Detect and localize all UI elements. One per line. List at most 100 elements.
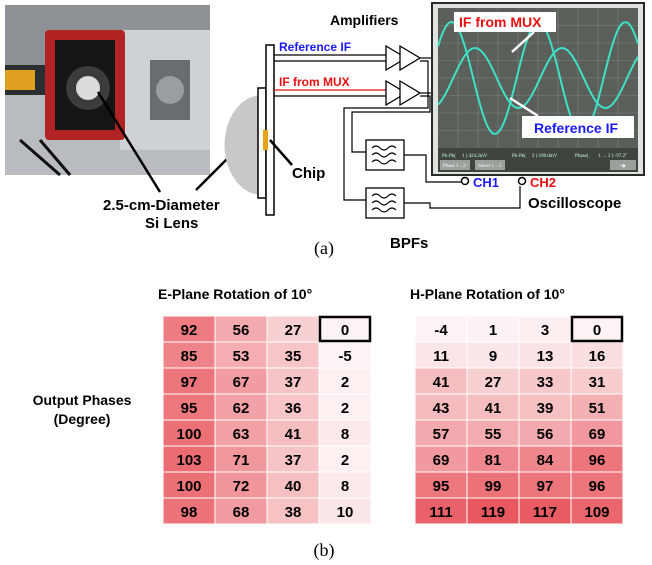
- heatmap-value: 13: [537, 348, 554, 365]
- heatmap-cell: [466, 471, 520, 499]
- caption-a: (a): [314, 238, 334, 259]
- svg-text:Phase 1→2: Phase 1→2: [443, 164, 466, 169]
- heatmap-value: 55: [485, 426, 502, 443]
- svg-text:Pk-Pk(: Pk-Pk(: [512, 154, 526, 159]
- svg-text:2 ) 190.0mV: 2 ) 190.0mV: [532, 154, 558, 159]
- heatmap-value: 39: [537, 400, 554, 417]
- heatmap-cell: [414, 419, 468, 447]
- heatmap-value: 37: [285, 374, 302, 391]
- amplifier-1: [385, 44, 422, 72]
- amplifier-2: [385, 79, 422, 107]
- label-bpfs: BPFs: [390, 235, 428, 252]
- label-ch1: CH1: [473, 175, 499, 190]
- svg-text:Pk-Pk(: Pk-Pk(: [442, 154, 456, 159]
- trace-reference-if: [437, 46, 639, 110]
- scope-button-phase: [440, 160, 470, 170]
- heatmap-value: 119: [481, 504, 505, 521]
- heatmap-value: 0: [593, 322, 601, 339]
- heatmap-value: 35: [285, 348, 302, 365]
- heatmap-cell: [266, 445, 320, 473]
- heatmap-value: -4: [434, 322, 448, 339]
- e-plane-title: E-Plane Rotation of 10°: [158, 286, 312, 302]
- heatmap-value: 38: [285, 504, 302, 521]
- heatmap-value: 33: [537, 374, 554, 391]
- heatmap-cell: [266, 341, 320, 369]
- chip: [263, 130, 268, 150]
- heatmap-cell: [266, 497, 320, 525]
- heatmap-value: 103: [176, 452, 201, 469]
- heatmap-cell: [318, 393, 372, 421]
- bpf-1: [365, 139, 405, 171]
- heatmap-value: 109: [584, 504, 609, 521]
- heatmap-cell: [466, 393, 520, 421]
- heatmap-value: 36: [285, 400, 302, 417]
- heatmap-value: 31: [589, 374, 606, 391]
- heatmap-value: 2: [341, 374, 349, 391]
- heatmap-value: 41: [285, 426, 302, 443]
- heatmap-value: 96: [589, 478, 606, 495]
- reference-cell-outline: [570, 315, 624, 343]
- heatmap-cell: [214, 367, 268, 395]
- heatmap-cell: [518, 471, 572, 499]
- scope-label-box-mux: [454, 12, 556, 32]
- si-lens: [224, 95, 262, 195]
- label-if-from-mux: IF from MUX: [279, 75, 350, 89]
- heatmap-cell: [466, 419, 520, 447]
- heatmap-value: 11: [433, 348, 449, 365]
- scope-label-if-from-mux: IF from MUX: [459, 14, 542, 30]
- heatmap-value: 41: [433, 374, 450, 391]
- scope-pointer-mux: [511, 31, 535, 53]
- setup-photo: [5, 5, 210, 177]
- heatmap-value: 92: [181, 322, 198, 339]
- heatmap-cell: [570, 419, 624, 447]
- ch2-port: [517, 176, 527, 186]
- heatmap-cell: [162, 393, 216, 421]
- heatmap-cell: [162, 497, 216, 525]
- label-lens-line2: Si Lens: [145, 215, 198, 232]
- heatmap-cell: [266, 367, 320, 395]
- heatmap-cell: [570, 497, 624, 525]
- heatmap-value: 8: [341, 478, 349, 495]
- heatmap-value: 100: [176, 478, 201, 495]
- heatmap-cell: [266, 419, 320, 447]
- heatmap-value: 0: [341, 322, 349, 339]
- heatmap-cell: [162, 315, 216, 343]
- heatmap-value: 27: [285, 322, 302, 339]
- heatmap-cell: [318, 445, 372, 473]
- heatmap-cell: [266, 471, 320, 499]
- label-lens-line1: 2.5-cm-Diameter: [103, 197, 220, 214]
- heatmap-cell: [518, 315, 572, 343]
- heatmap-value: 1: [489, 322, 497, 339]
- heatmap-value: 99: [485, 478, 502, 495]
- heatmap-value: 40: [285, 478, 302, 495]
- ch1-port: [460, 176, 470, 186]
- heatmap-cell: [318, 497, 372, 525]
- svg-text:1 ) 424.2mV: 1 ) 424.2mV: [462, 154, 488, 159]
- svg-text:1 → 2 ) -97.2°: 1 → 2 ) -97.2°: [598, 154, 627, 159]
- lens-pointer-photo: [96, 91, 162, 193]
- heatmap-value: 8: [341, 426, 349, 443]
- heatmap-value: 56: [537, 426, 554, 443]
- scope-readout-bar: [438, 148, 638, 172]
- scope-button-next: [610, 160, 636, 170]
- scope-pointer-ref: [509, 96, 539, 118]
- heatmap-value: 111: [429, 504, 452, 521]
- arrow-icon: ➜: [620, 163, 626, 170]
- heatmap-value: 63: [233, 426, 250, 443]
- heatmap-value: 41: [485, 400, 502, 417]
- heatmap-value: 67: [233, 374, 250, 391]
- heatmap-value: 57: [433, 426, 450, 443]
- heatmap-value: 16: [589, 348, 606, 365]
- heatmap-cell: [570, 341, 624, 369]
- heatmap-cell: [518, 367, 572, 395]
- heatmap-value: 95: [433, 478, 450, 495]
- heatmap-value: 98: [181, 504, 198, 521]
- svg-text:Select 1→2: Select 1→2: [478, 164, 502, 169]
- heatmap-cell: [466, 497, 520, 525]
- scope-button-select: [475, 160, 505, 170]
- heatmap-value: 68: [233, 504, 250, 521]
- heatmap-value: 37: [285, 452, 302, 469]
- heatmap-value: -5: [338, 348, 351, 365]
